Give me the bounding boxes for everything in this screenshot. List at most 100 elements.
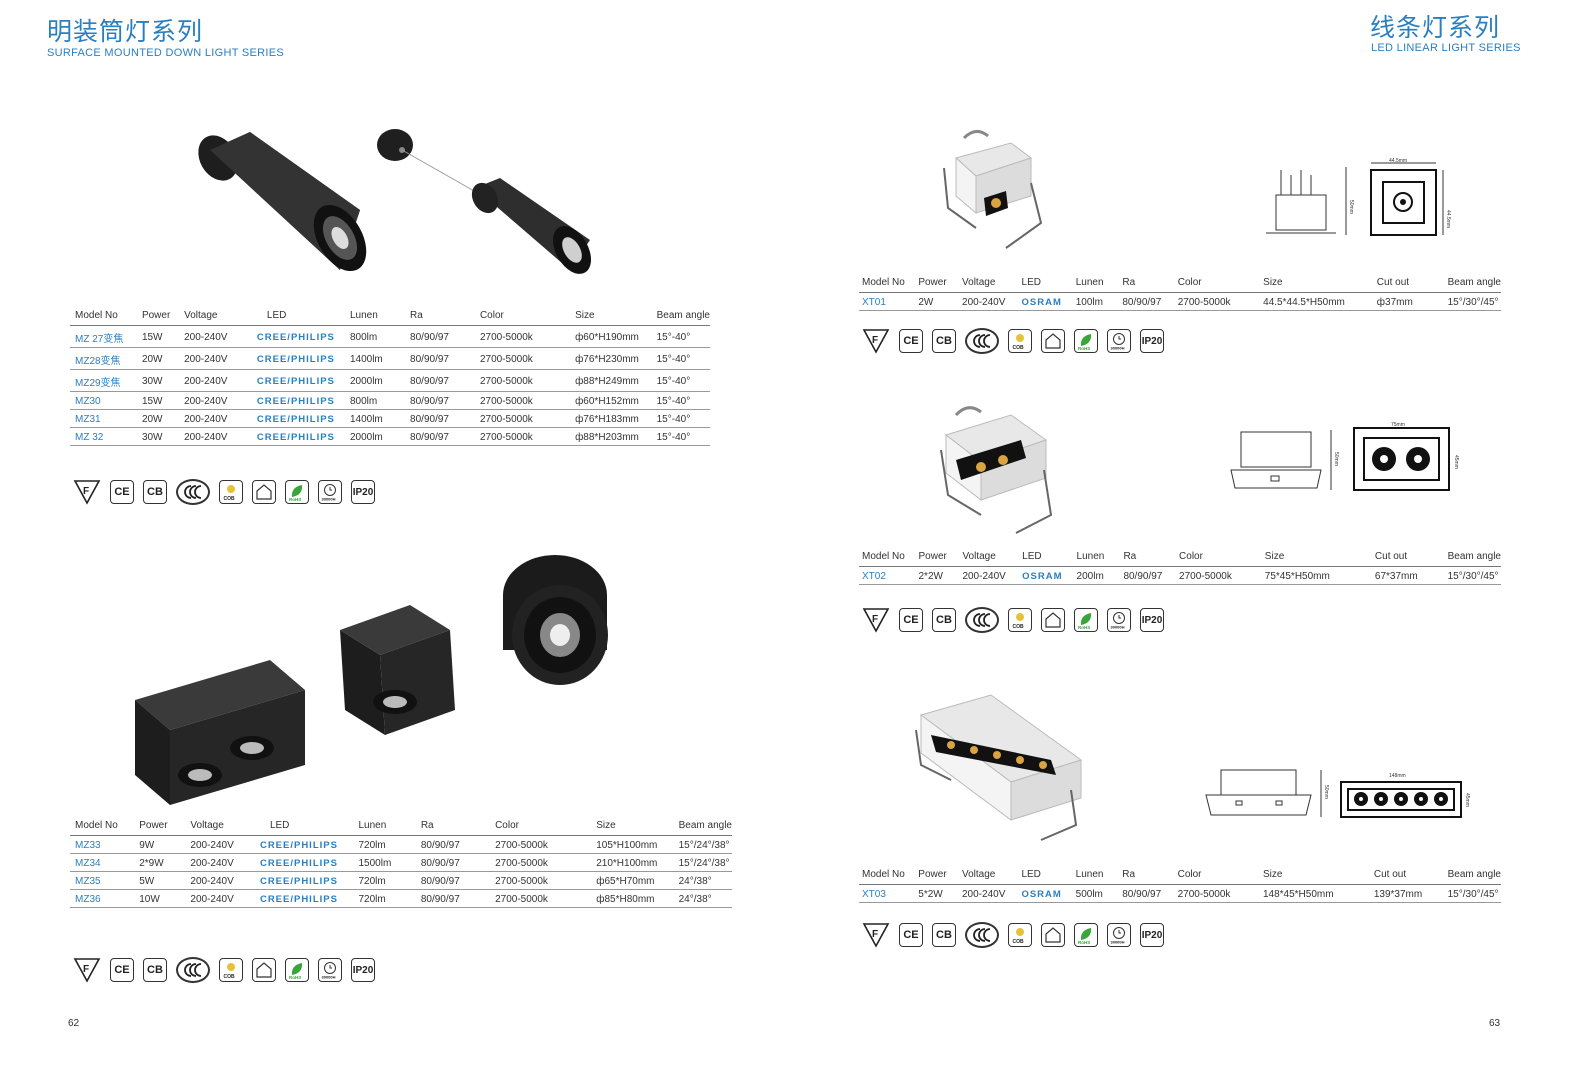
cell-lunen: 2000lm — [349, 427, 397, 446]
cell-size: ф60*H152mm — [551, 391, 657, 410]
cell-beam-angle: 15°-40° — [656, 325, 710, 348]
cell-power: 20W — [141, 347, 181, 370]
cell-voltage: 200-240V — [186, 835, 246, 854]
f-mark-icon: F — [73, 958, 101, 983]
col-color: Color — [1175, 869, 1251, 885]
col-beam-angle: Beam angle — [678, 820, 732, 836]
cell-model-no: MZ35 — [70, 871, 140, 890]
cell-led: OSRAM — [1019, 884, 1074, 903]
col-color: Color — [1177, 551, 1253, 567]
cell-power: 30W — [141, 369, 181, 392]
cell-lunen: 720lm — [358, 835, 407, 854]
cell-beam-angle: 24°/38° — [678, 889, 732, 908]
cell-power: 2*9W — [139, 853, 187, 872]
col-cut-out: Cut out — [1364, 277, 1436, 293]
ce-mark-icon: CE — [110, 958, 134, 982]
cell-ra: 80/90/97 — [406, 871, 482, 890]
cb-mark-icon: CB — [932, 608, 956, 632]
col-beam-angle: Beam angle — [1435, 277, 1501, 293]
col-lunen: Lunen — [358, 820, 407, 836]
col-color: Color — [481, 820, 573, 836]
col-led: LED — [1020, 551, 1075, 567]
cell-ra: 80/90/97 — [396, 347, 466, 370]
cell-led: CREE/PHILIPS — [242, 325, 350, 348]
ccc-mark-icon — [176, 957, 210, 983]
f-mark-icon: F — [862, 608, 890, 633]
cell-color: 2700-5000k — [481, 871, 573, 890]
col-size: Size — [1252, 551, 1363, 567]
mz-surface-spec-table: Model No Power Voltage LED Lunen Ra Colo… — [70, 820, 732, 908]
rohs-leaf-icon: RoHS — [285, 480, 309, 504]
cell-size: 44.5*44.5*H50mm — [1251, 292, 1365, 311]
cell-model-no: MZ33 — [70, 835, 140, 854]
ce-mark-icon: CE — [899, 923, 923, 947]
col-ra: Ra — [1121, 551, 1178, 567]
cell-size: 105*H100mm — [572, 835, 679, 854]
cell-cut-out: 139*37mm — [1361, 884, 1436, 903]
cell-ra: 80/90/97 — [406, 835, 482, 854]
cell-lunen: 100lm — [1073, 292, 1121, 311]
cell-beam-angle: 15°-40° — [656, 427, 710, 446]
cell-color: 2700-5000k — [1177, 566, 1253, 585]
cell-cut-out: 67*37mm — [1362, 566, 1436, 585]
lifespan-clock-icon: 30000H — [1107, 923, 1131, 947]
col-beam-angle: Beam angle — [656, 310, 710, 326]
cell-size: 75*45*H50mm — [1252, 566, 1363, 585]
cell-model-no: MZ30 — [70, 391, 142, 410]
cell-size: ф88*H203mm — [551, 427, 657, 446]
xt03-width-label: 148mm — [1389, 773, 1406, 779]
cell-ra: 80/90/97 — [1120, 292, 1176, 311]
cell-ra: 80/90/97 — [396, 409, 466, 428]
surface-zoom-lamp — [198, 132, 367, 272]
cell-led: CREE/PHILIPS — [242, 347, 350, 370]
cell-ra: 80/90/97 — [396, 427, 466, 446]
col-model-no: Model No — [70, 310, 142, 326]
cob-icon: COB — [1008, 329, 1032, 353]
cell-model-no: XT01 — [859, 292, 917, 311]
svg-text:RoHS: RoHS — [1078, 625, 1090, 630]
cell-size: ф88*H249mm — [551, 369, 657, 392]
cell-lunen: 800lm — [349, 391, 397, 410]
cell-cut-out: ф37mm — [1364, 292, 1436, 311]
ip20-icon: IP20 — [1140, 329, 1164, 353]
cell-size: ф60*H190mm — [551, 325, 657, 348]
cell-size: ф76*H183mm — [551, 409, 657, 428]
col-size: Size — [1251, 277, 1365, 293]
rohs-leaf-icon: RoHS — [285, 958, 309, 982]
lifespan-clock-icon: 30000H — [318, 958, 342, 982]
col-size: Size — [572, 820, 679, 836]
cob-icon: COB — [219, 958, 243, 982]
xt03-product-image — [915, 694, 1083, 841]
cell-power: 9W — [139, 835, 187, 854]
cell-power: 2*2W — [916, 566, 961, 585]
xt03-dimension-drawing: 148mm 45mm 50mm — [1205, 769, 1470, 818]
f-mark-icon: F — [862, 923, 890, 948]
page-number-left: 62 — [68, 1018, 80, 1029]
cell-lunen: 720lm — [358, 871, 407, 890]
xt01-width-label: 44.5mm — [1389, 158, 1407, 164]
indoor-house-icon — [1041, 923, 1065, 947]
ce-mark-icon: CE — [899, 329, 923, 353]
cell-size: ф85*H80mm — [572, 889, 679, 908]
cell-voltage: 200-240V — [180, 325, 243, 348]
col-power: Power — [916, 869, 960, 885]
rohs-leaf-icon: RoHS — [1074, 329, 1098, 353]
svg-text:F: F — [872, 614, 878, 625]
cell-model-no: XT02 — [859, 566, 917, 585]
cell-model-no: XT03 — [859, 884, 917, 903]
cell-model-no: MZ36 — [70, 889, 140, 908]
cell-model-no: MZ29变焦 — [70, 369, 142, 392]
cell-ra: 80/90/97 — [406, 853, 482, 872]
col-beam-angle: Beam angle — [1435, 551, 1501, 567]
col-ra: Ra — [396, 310, 466, 326]
svg-text:30000H: 30000H — [322, 497, 336, 502]
pendant-zoom-lamp — [377, 129, 591, 274]
cell-power: 5*2W — [916, 884, 960, 903]
left-title-en: SURFACE MOUNTED DOWN LIGHT SERIES — [47, 47, 285, 59]
cell-led: OSRAM — [1019, 292, 1074, 311]
col-power: Power — [139, 820, 187, 836]
